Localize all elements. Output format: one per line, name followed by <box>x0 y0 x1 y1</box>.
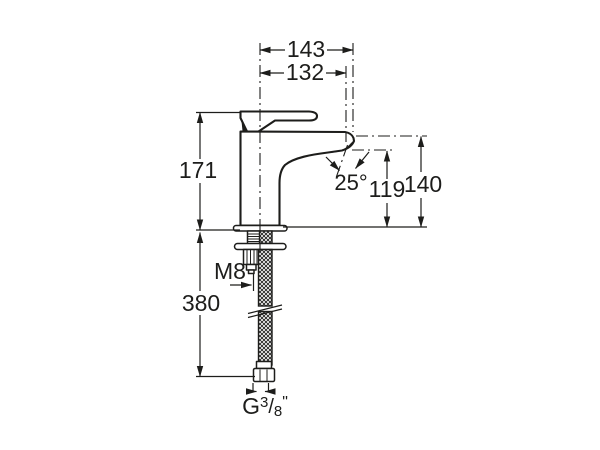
supply-thread-g: G <box>242 393 260 419</box>
aerator <box>330 140 354 153</box>
dimension-labels-group: 143 132 171 380 119 140 25° M8 G3/8" <box>179 36 442 420</box>
supply-thread-slash: / <box>268 396 274 418</box>
hose-segment-upper <box>257 248 273 307</box>
faucet-body-spout <box>239 130 356 227</box>
outlet-axis-line <box>335 144 349 179</box>
label-hose-length: 380 <box>182 290 220 316</box>
handle-pivot-shadow <box>241 121 248 131</box>
angle-arrow-right <box>355 151 370 169</box>
supply-hose-group <box>247 248 283 383</box>
label-outlet-reach: 132 <box>286 59 324 85</box>
hose-break-symbol <box>247 304 283 319</box>
label-total-height: 171 <box>179 157 217 183</box>
supply-thread-denominator: 8 <box>274 403 282 420</box>
base-assembly-group <box>232 224 288 275</box>
extension-lines-group <box>196 111 427 378</box>
shank-thread-lines <box>248 233 260 242</box>
angle-arrow-left <box>325 156 340 171</box>
label-outlet-angle: 25° <box>334 170 367 195</box>
label-spout-height: 140 <box>404 171 442 197</box>
stud-tip-end <box>247 269 255 275</box>
connector-crimp-collar <box>255 360 273 370</box>
supply-thread-inch-mark: " <box>282 394 288 411</box>
dimension-lines-group <box>196 46 425 395</box>
stud-thread-lines <box>246 250 258 264</box>
hose-connector <box>252 360 276 383</box>
supply-thread-numerator: 3 <box>260 394 268 411</box>
label-total-reach: 143 <box>287 36 325 62</box>
label-supply-thread: G3/8" <box>242 393 288 420</box>
label-fixing-thread: M8 <box>214 258 246 284</box>
hose-upper-stub <box>258 230 273 245</box>
label-outlet-height: 119 <box>369 176 406 202</box>
hose-segment-lower <box>257 310 273 366</box>
connector-nut-facets <box>259 369 268 381</box>
stud-tip <box>245 263 257 271</box>
reference-lines-group <box>259 43 427 252</box>
connector-nut <box>252 367 276 383</box>
faucet-lever-handle <box>239 110 319 133</box>
